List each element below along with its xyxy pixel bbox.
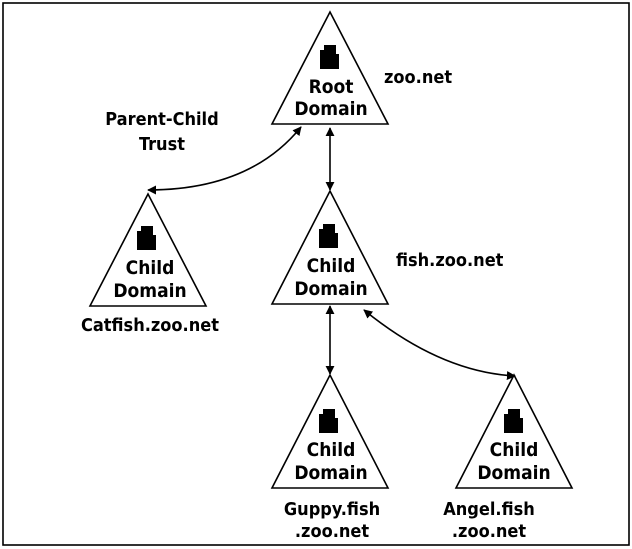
- fish-domain-name: fish.zoo.net: [396, 250, 504, 271]
- angel-domain-name-line2: .zoo.net: [452, 521, 526, 542]
- angel-domain-label-line2: Domain: [477, 462, 550, 484]
- angel-domain-node: Child Domain: [454, 373, 574, 489]
- trust-arrow-root-catfish: [147, 126, 302, 195]
- catfish-domain-label-line1: Child: [126, 257, 175, 279]
- fish-domain-node: Child Domain: [270, 189, 390, 305]
- root-domain-node: Root Domain: [270, 10, 390, 125]
- guppy-domain-name-line2: .zoo.net: [295, 521, 369, 542]
- angel-domain-name-line1: Angel.fish: [443, 499, 535, 520]
- catfish-domain-triangle: [88, 192, 208, 307]
- guppy-domain-label-line2: Domain: [294, 462, 367, 484]
- catfish-domain-name: Catfish.zoo.net: [81, 315, 219, 336]
- guppy-domain-name-line1: Guppy.fish: [284, 499, 380, 520]
- catfish-domain-node: Child Domain: [88, 192, 208, 307]
- root-domain-label-line1: Root: [309, 76, 354, 98]
- angel-domain-label-line1: Child: [490, 439, 539, 461]
- trust-label-line2: Trust: [139, 134, 185, 155]
- guppy-domain-node: Child Domain: [270, 373, 390, 489]
- fish-domain-label-line1: Child: [307, 255, 356, 277]
- root-domain-label-line2: Domain: [294, 98, 367, 120]
- trust-arrow-fish-angel: [363, 309, 516, 381]
- fish-domain-label-line2: Domain: [294, 278, 367, 300]
- root-domain-name: zoo.net: [384, 67, 452, 88]
- trust-label-line1: Parent-Child: [105, 109, 218, 130]
- guppy-domain-label-line1: Child: [307, 439, 356, 461]
- catfish-domain-label-line2: Domain: [113, 280, 186, 302]
